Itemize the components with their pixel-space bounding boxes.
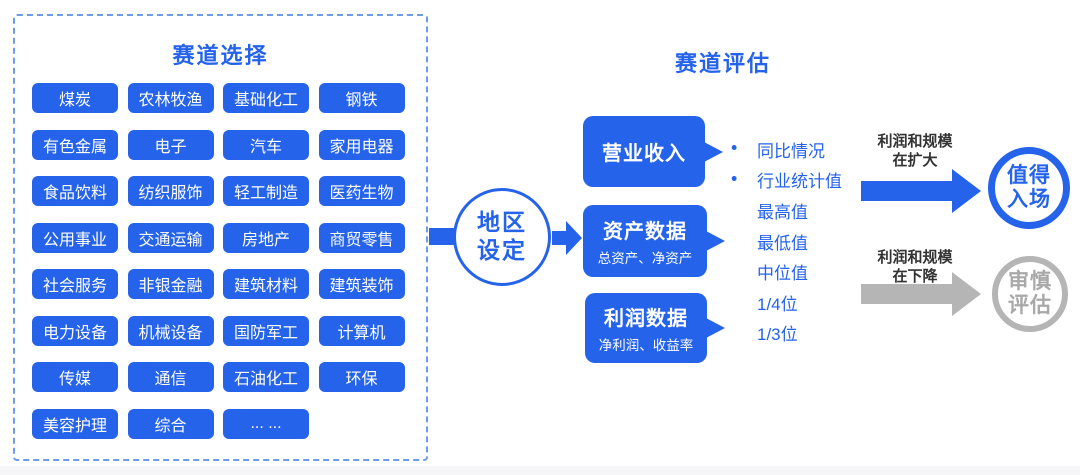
- stat-label: 行业统计值: [757, 172, 842, 192]
- asset-box-title: 资产数据: [603, 221, 687, 243]
- stat-label: 最低值: [757, 233, 808, 253]
- region-setting-line2: 设定: [477, 237, 527, 263]
- sector-tag: 煤炭: [32, 83, 118, 113]
- asset-box: 资产数据 总资产、净资产: [583, 205, 725, 277]
- negative-arrow-label-line2: 在下降: [892, 268, 938, 285]
- negative-arrow-label: 利润和规模 在下降: [855, 248, 975, 286]
- revenue-box-title: 营业收入: [602, 143, 686, 165]
- stat-label: 同比情况: [757, 141, 825, 161]
- negative-flow-arrow-icon: [861, 272, 981, 316]
- sector-tag: 钢铁: [318, 83, 405, 113]
- bullet-dot-icon: •: [731, 137, 738, 158]
- cautious-evaluation-node: 审慎 评估: [992, 256, 1068, 332]
- track-evaluation-title: 赛道评估: [674, 51, 771, 76]
- stat-label: 中位值: [757, 264, 808, 284]
- stat-label: 最高值: [757, 202, 808, 222]
- sector-tag: 非银金融: [127, 269, 214, 299]
- track-selection-title: 赛道选择: [172, 43, 269, 68]
- sector-tag: 美容护理: [32, 408, 118, 439]
- region-setting-line1: 地区: [477, 209, 527, 236]
- sector-tag: 轻工制造: [223, 176, 309, 206]
- stat-item: 1/3位: [727, 318, 842, 349]
- sector-tag: 建筑装饰: [318, 269, 405, 299]
- sector-tag: 医药生物: [318, 176, 405, 206]
- stat-item: 最高值: [727, 195, 842, 226]
- positive-arrow-label-line2: 在扩大: [892, 152, 938, 169]
- sector-tag: 房地产: [223, 222, 309, 253]
- sector-tag: 环保: [318, 362, 405, 392]
- positive-arrow-label-line1: 利润和规模: [877, 133, 953, 150]
- stat-label: 1/3位: [757, 325, 798, 345]
- worth-entering-node: 值得 入场: [988, 147, 1070, 229]
- sector-tag: 纺织服饰: [127, 176, 214, 206]
- sector-tag: 电力设备: [32, 315, 118, 346]
- flow-arrow-icon: [552, 221, 582, 255]
- cautious-evaluation-line1: 审慎: [1008, 269, 1052, 293]
- sector-tag: 交通运输: [127, 222, 214, 253]
- track-selection-panel: 赛道选择 煤炭农林牧渔基础化工钢铁有色金属电子汽车家用电器食品饮料纺织服饰轻工制…: [13, 14, 428, 461]
- box-pointer: [706, 231, 725, 251]
- stat-label: 1/4位: [757, 294, 798, 314]
- negative-arrow-label-line1: 利润和规模: [877, 249, 953, 266]
- sector-tag: 综合: [127, 408, 214, 439]
- stat-item: 中位值: [727, 256, 842, 287]
- connector-bar: [429, 228, 457, 245]
- sector-tag: 传媒: [32, 362, 118, 392]
- worth-entering-line1: 值得: [1007, 163, 1051, 187]
- positive-arrow-label: 利润和规模 在扩大: [855, 132, 975, 170]
- sector-tag: 公用事业: [32, 222, 118, 253]
- stat-item: • 行业统计值: [727, 165, 842, 196]
- sector-tag: 食品饮料: [32, 176, 118, 206]
- stat-item: • 同比情况: [727, 134, 842, 165]
- sector-grid: 煤炭农林牧渔基础化工钢铁有色金属电子汽车家用电器食品饮料纺织服饰轻工制造医药生物…: [32, 83, 405, 439]
- sector-tag: 建筑材料: [223, 269, 309, 299]
- footer-strip: [0, 466, 1080, 475]
- sector-tag: 有色金属: [32, 129, 118, 160]
- sector-tag: 家用电器: [318, 129, 405, 160]
- sector-tag: 农林牧渔: [127, 83, 214, 113]
- stat-item: 1/4位: [727, 287, 842, 318]
- sector-tag: 社会服务: [32, 269, 118, 299]
- sector-tag: 汽车: [223, 129, 309, 160]
- sector-tag: 电子: [127, 129, 214, 160]
- asset-box-subtitle: 总资产、净资产: [597, 251, 693, 266]
- profit-box-subtitle: 净利润、收益率: [598, 338, 694, 353]
- bullet-dot-icon: •: [731, 168, 738, 189]
- revenue-box: 营业收入: [583, 116, 723, 187]
- stat-item: 最低值: [727, 226, 842, 257]
- sector-tag: 计算机: [318, 315, 405, 346]
- sector-tag: ... ...: [223, 408, 309, 439]
- cautious-evaluation-line2: 评估: [1008, 294, 1052, 317]
- box-pointer: [704, 141, 723, 162]
- sector-tag: 商贸零售: [318, 222, 405, 253]
- region-setting-node: 地区 设定: [453, 188, 551, 286]
- sector-tag: 基础化工: [223, 83, 309, 113]
- sector-tag: 机械设备: [127, 315, 214, 346]
- profit-box-title: 利润数据: [604, 308, 688, 330]
- sector-tag: 石油化工: [223, 362, 309, 392]
- sector-tag: 通信: [127, 362, 214, 392]
- positive-flow-arrow-icon: [861, 169, 981, 213]
- statistics-list: • 同比情况 • 行业统计值最高值最低值中位值 1/4位 1/3位: [727, 134, 842, 348]
- worth-entering-line2: 入场: [1007, 188, 1051, 211]
- box-pointer: [706, 318, 725, 338]
- sector-tag: 国防军工: [223, 315, 309, 346]
- profit-box: 利润数据 净利润、收益率: [585, 293, 725, 363]
